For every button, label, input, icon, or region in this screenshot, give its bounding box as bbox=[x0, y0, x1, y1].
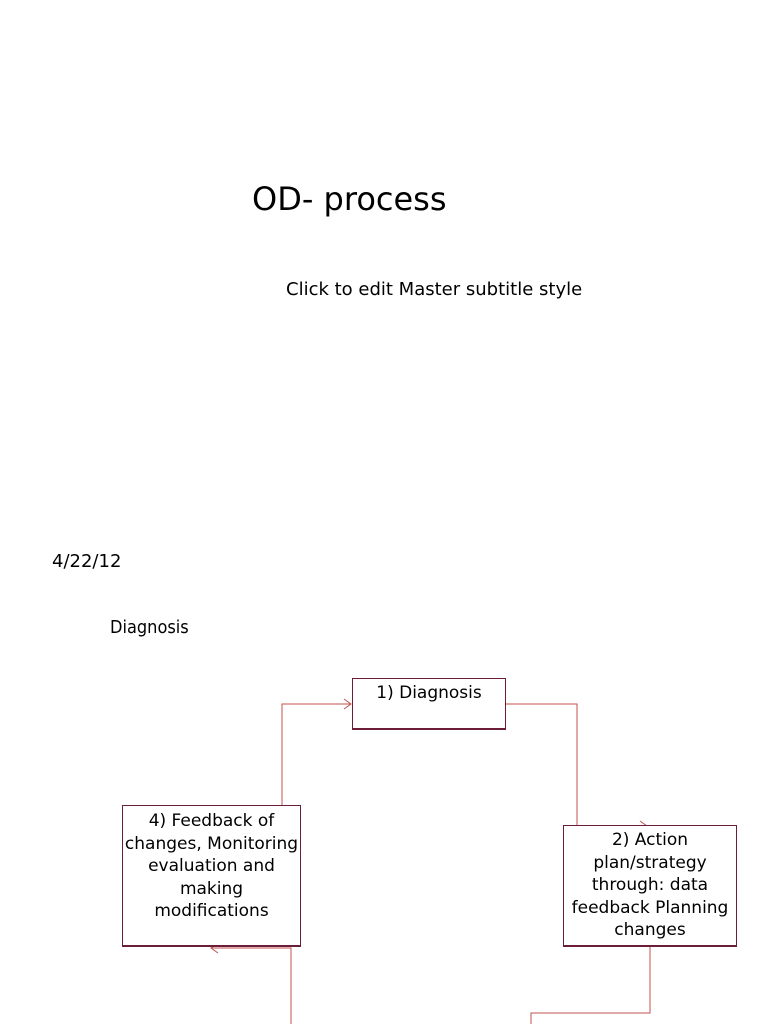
section-heading: Diagnosis bbox=[110, 617, 189, 638]
diagnosis-box: 1) Diagnosis bbox=[352, 678, 506, 730]
slide-title: OD- process bbox=[252, 180, 447, 218]
arrowhead-into-box1 bbox=[343, 698, 352, 710]
feedback-box-label: 4) Feedback of changes, Monitoring evalu… bbox=[124, 811, 299, 921]
slide-subtitle: Click to edit Master subtitle style bbox=[286, 279, 583, 300]
slide-date: 4/22/12 bbox=[52, 551, 122, 572]
connector-2-to-3 bbox=[530, 947, 651, 1024]
action-plan-box: 2) Action plan/strategy through: data fe… bbox=[563, 825, 737, 947]
diagnosis-box-label: 1) Diagnosis bbox=[376, 683, 482, 703]
connector-1-to-2 bbox=[506, 703, 646, 827]
connector-4-to-1 bbox=[281, 703, 350, 805]
feedback-box: 4) Feedback of changes, Monitoring evalu… bbox=[122, 805, 301, 947]
action-plan-box-label: 2) Action plan/strategy through: data fe… bbox=[571, 830, 729, 940]
connector-3-to-4 bbox=[212, 947, 292, 1024]
